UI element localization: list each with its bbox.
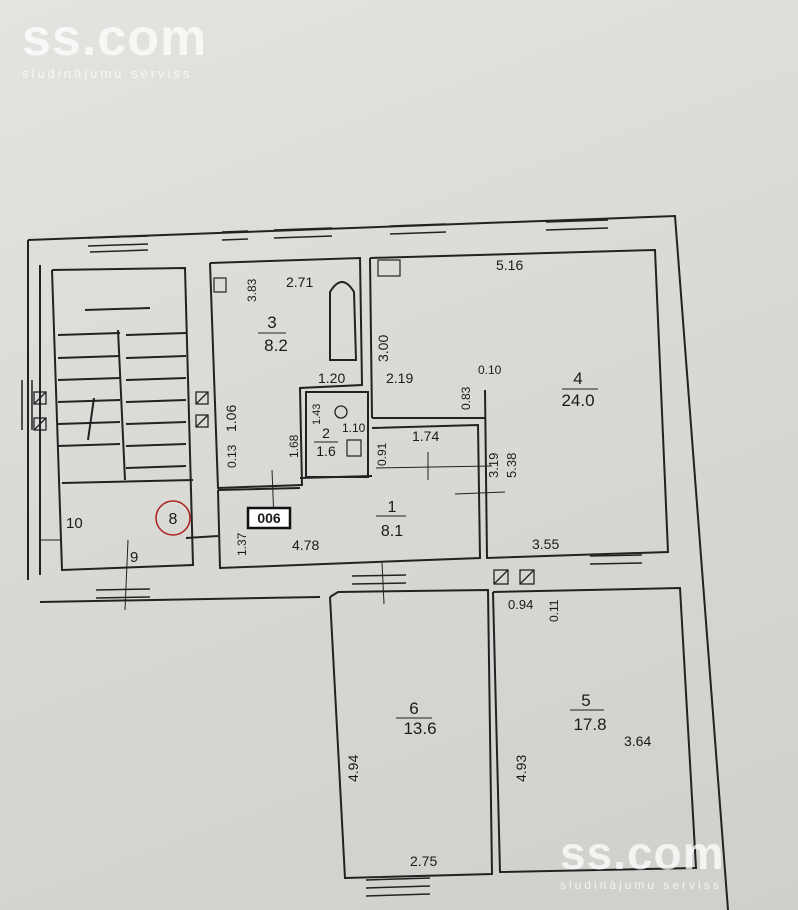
stair-label-9: 9 (130, 549, 138, 566)
room-6-area: 13.6 (403, 719, 436, 738)
dim-168: 1.68 (287, 434, 301, 458)
stair-labels: 10 9 8 (66, 511, 178, 566)
dim-094: 0.94 (508, 597, 533, 612)
room-2-area: 1.6 (316, 443, 336, 459)
dim-383: 3.83 (245, 278, 259, 302)
dimension-labels: 5.16 2.71 3.83 3.00 2.19 1.20 0.83 0.10 … (223, 257, 651, 869)
room-3-number: 3 (267, 313, 276, 332)
watermark-tagline: sludinājumu serviss (22, 66, 193, 81)
building-outline (27, 214, 729, 910)
windows (21, 219, 643, 897)
stairwell (39, 265, 195, 575)
dim-364: 3.64 (624, 733, 651, 749)
dim-011: 0.11 (547, 599, 561, 622)
dim-319: 3.19 (486, 453, 501, 478)
dim-013: 0.13 (225, 444, 239, 468)
dim-010: 0.10 (478, 363, 502, 377)
dim-137: 1.37 (235, 532, 249, 556)
dim-083: 0.83 (459, 386, 473, 410)
dim-091: 0.91 (375, 442, 389, 466)
dim-120: 1.20 (318, 370, 345, 386)
dim-355: 3.55 (532, 536, 559, 552)
room-labels: 3 8.2 2 1.6 4 24.0 1 8.1 6 13.6 5 17.8 (258, 313, 607, 738)
dim-493: 4.93 (513, 755, 529, 782)
room-1-area: 8.1 (381, 523, 403, 540)
watermark-top: ss.com sludinājumu serviss (22, 12, 207, 81)
room-1-number: 1 (388, 499, 397, 516)
room-4-outline (369, 248, 670, 560)
room-4-area: 24.0 (561, 391, 594, 410)
dim-143: 1.43 (311, 404, 323, 425)
dim-110: 1.10 (342, 421, 366, 435)
room-1-outline (185, 423, 482, 570)
watermark-bottom: ss.com sludinājumu serviss (560, 830, 725, 892)
stair-label-10: 10 (66, 515, 83, 532)
apartment-tag-box (246, 506, 292, 530)
dim-300: 3.00 (375, 335, 391, 362)
watermark-brand: ss.com (22, 9, 208, 67)
room-4-number: 4 (573, 369, 582, 388)
dim-478: 4.78 (292, 537, 319, 553)
room-2-number: 2 (322, 425, 330, 441)
room-3-area: 8.2 (264, 336, 288, 355)
room-6-number: 6 (409, 699, 418, 718)
room-5-area: 17.8 (573, 715, 606, 734)
room-5-number: 5 (581, 691, 590, 710)
watermark-brand: ss.com (560, 827, 725, 879)
dimension-lines (40, 452, 506, 611)
dim-106: 1.06 (223, 405, 239, 432)
room-5-outline (492, 586, 698, 874)
dim-219: 2.19 (386, 370, 413, 386)
dim-174: 1.74 (412, 428, 439, 444)
apartment-tag: 006 (257, 510, 281, 526)
room-3-outline (209, 256, 364, 490)
dim-494: 4.94 (345, 755, 361, 782)
vent-boxes (33, 391, 535, 585)
dim-271: 2.71 (286, 274, 313, 290)
dim-275: 2.75 (410, 853, 437, 869)
dim-516: 5.16 (496, 257, 523, 273)
watermark-tagline: sludinājumu serviss (560, 878, 722, 892)
dim-538: 5.38 (504, 453, 519, 478)
stair-circle-label: 8 (169, 511, 178, 528)
room-6-outline (329, 588, 494, 880)
